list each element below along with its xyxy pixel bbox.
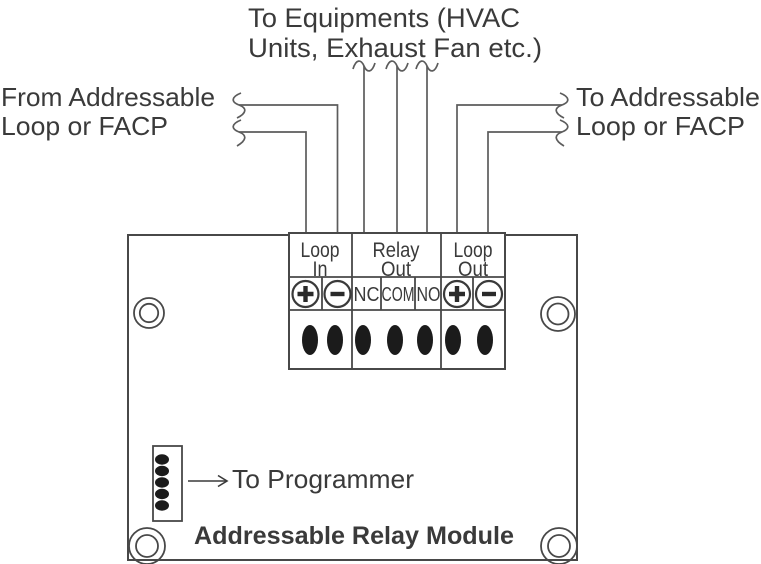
mounting-hole-top-right xyxy=(540,296,576,332)
loop-out-minus-terminal xyxy=(474,279,504,309)
wire-break-icon xyxy=(415,60,439,72)
wiring xyxy=(232,60,569,233)
wire-loop-out-minus xyxy=(487,131,562,233)
wire-break-icon xyxy=(555,92,569,119)
connector-pins xyxy=(155,454,169,511)
wire-break-icon xyxy=(352,60,376,72)
loop-out-label-line2: Out xyxy=(458,258,488,281)
relay-contact-labels: NC COM NO xyxy=(354,284,441,306)
com-terminal-label: COM xyxy=(382,284,415,306)
terminal-hole xyxy=(417,325,433,355)
terminal-section-labels: Loop In Relay Out Loop Out xyxy=(301,239,493,281)
terminal-hole xyxy=(387,325,403,355)
equipment-label-line1: To Equipments (HVAC xyxy=(248,3,520,33)
loop-out-label-line1: Loop xyxy=(454,239,493,262)
no-terminal-label: NO xyxy=(417,284,441,306)
wire-loop-in-minus xyxy=(239,104,339,233)
mounting-hole-inner xyxy=(547,534,571,558)
mounting-hole-inner xyxy=(135,534,159,558)
programmer-label: To Programmer xyxy=(232,464,414,494)
connector-pin xyxy=(155,488,169,500)
wire-loop-in-plus xyxy=(239,131,307,233)
mounting-hole-bottom-right xyxy=(540,527,578,564)
terminal-hole xyxy=(302,325,318,355)
arrow-head xyxy=(217,474,229,488)
mounting-hole-outer xyxy=(540,527,578,564)
mounting-hole-outer xyxy=(128,527,166,564)
mounting-hole-top-left xyxy=(133,297,165,329)
terminal-hole xyxy=(477,325,493,355)
from-loop-label-line2: Loop or FACP xyxy=(1,111,168,141)
wire-break-icon xyxy=(385,60,409,72)
equipment-annotation: To Equipments (HVAC Units, Exhaust Fan e… xyxy=(248,3,542,63)
nc-terminal-label: NC xyxy=(354,284,380,306)
loop-out-plus-terminal xyxy=(442,279,472,309)
wire-break-icon xyxy=(232,92,246,119)
plus-icon xyxy=(297,286,314,302)
terminal-hole xyxy=(327,325,343,355)
relay-out-label-line1: Relay xyxy=(373,239,420,262)
connector-pin xyxy=(155,465,169,477)
to-loop-label-line1: To Addressable xyxy=(576,82,760,112)
module-title: Addressable Relay Module xyxy=(194,522,514,550)
loop-in-plus-terminal xyxy=(291,279,320,309)
plus-icon xyxy=(449,286,465,302)
polarity-terminals xyxy=(291,279,504,309)
to-loop-label-line2: Loop or FACP xyxy=(576,111,745,141)
arrow-icon xyxy=(188,474,229,488)
mounting-hole-outer xyxy=(133,297,165,329)
connector-pin xyxy=(155,454,169,465)
to-loop-annotation: To Addressable Loop or FACP xyxy=(576,82,760,141)
mounting-hole-inner xyxy=(546,302,570,326)
mounting-holes xyxy=(128,296,578,564)
equipment-label-line2: Units, Exhaust Fan etc.) xyxy=(248,33,542,63)
loop-in-label-line1: Loop xyxy=(301,239,340,262)
from-loop-label-line1: From Addressable xyxy=(1,82,215,112)
screw-terminal-holes xyxy=(302,325,493,355)
relay-out-label-line2: Out xyxy=(381,258,411,281)
wire-break-icon xyxy=(232,119,246,147)
wire-loop-out-plus xyxy=(456,104,562,233)
from-loop-annotation: From Addressable Loop or FACP xyxy=(1,82,215,141)
terminal-block: Loop In Relay Out Loop Out xyxy=(288,232,506,370)
terminal-hole xyxy=(355,325,371,355)
connector-pin xyxy=(155,477,169,488)
connector-pin xyxy=(155,500,169,511)
programmer-connector: To Programmer xyxy=(152,445,414,522)
terminal-hole xyxy=(445,325,461,355)
wire-break-icon xyxy=(555,119,569,147)
mounting-hole-inner xyxy=(138,302,160,324)
mounting-hole-outer xyxy=(540,296,576,332)
loop-in-minus-terminal xyxy=(323,279,352,309)
loop-in-label-line2: In xyxy=(313,258,328,281)
terminal-block-dividers xyxy=(289,233,505,369)
mounting-hole-bottom-left xyxy=(128,527,166,564)
